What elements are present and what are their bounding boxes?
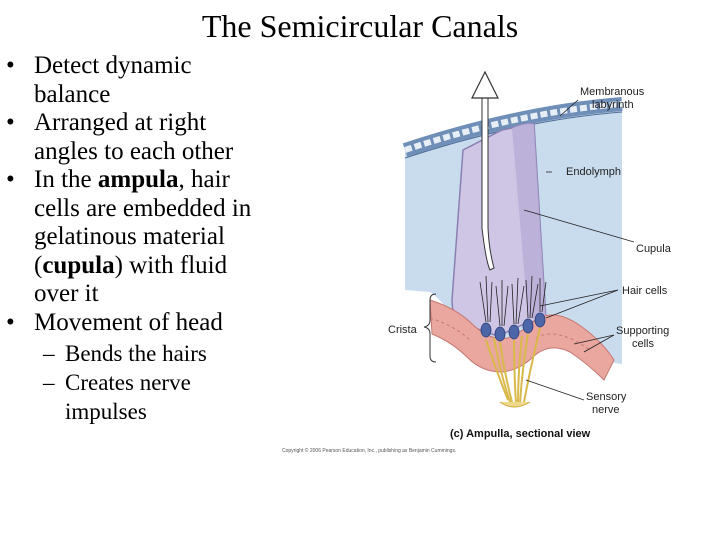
bullet-text: In the ampula, hair — [34, 166, 230, 193]
arrow-head-icon — [471, 70, 499, 99]
membranous-label: labyrinth — [592, 99, 634, 111]
sensory-nerve — [485, 327, 541, 405]
bullet-item: • Movement of head — [6, 309, 286, 338]
sub-bullet-text: Bends the hairs — [65, 341, 207, 366]
supporting-cells-label: cells — [632, 338, 655, 350]
sensory-nerve-label: Sensory — [586, 391, 627, 403]
membranous-label: Membranous — [580, 86, 645, 98]
bullet-dot: • — [6, 308, 15, 336]
bullet-item: • Detect dynamic balance — [6, 52, 286, 109]
hair-cells-label: Hair cells — [622, 285, 668, 297]
bullet-item: • Arranged at right angles to each other — [6, 109, 286, 166]
term-ampula: ampula — [97, 166, 179, 193]
slide-title: The Semicircular Canals — [201, 8, 519, 44]
endolymph-label: Endolymph — [566, 166, 621, 178]
bullet-text: gelatinous material — [34, 223, 225, 250]
figure-caption: (c) Ampulla, sectional view — [450, 428, 591, 440]
bullet-text: cells are embedded in — [34, 194, 252, 222]
sub-bullet-dash: – — [43, 341, 55, 366]
ampulla-figure: Membranous labyrinth Endolymph Cupula Ha… — [282, 70, 672, 454]
bullet-text: (cupula) with fluid — [34, 251, 228, 279]
bullet-text: angles to each other — [34, 137, 234, 165]
crista-label: Crista — [388, 324, 418, 336]
supporting-cells-label: Supporting — [616, 325, 669, 337]
bullet-text: Detect dynamic — [34, 52, 192, 79]
bullet-text: Arranged at right — [34, 109, 207, 136]
sub-bullet-item: – Bends the hairs — [6, 339, 286, 368]
flow-arrow — [481, 97, 495, 271]
cupula-label: Cupula — [636, 243, 672, 255]
sub-bullet-item: – Creates nerve impulses — [6, 368, 286, 426]
bullet-list: • Detect dynamic balance • Arranged at r… — [6, 52, 286, 426]
copyright-text: Copyright © 2006 Pearson Education, Inc.… — [282, 447, 456, 454]
hair-bundles — [479, 275, 547, 327]
crista-bracket — [423, 293, 437, 363]
term-cupula: cupula — [42, 251, 115, 279]
bullet-dot: • — [6, 52, 15, 79]
hair-cells — [480, 312, 546, 342]
bullet-item: • In the ampula, hair cells are embedded… — [6, 166, 286, 309]
sub-bullet-text: Creates nerve — [65, 370, 191, 395]
sub-bullet-dash: – — [43, 370, 55, 395]
bullet-text: Movement of head — [34, 308, 223, 336]
bullet-text: balance — [34, 80, 111, 108]
sub-bullet-text: impulses — [65, 399, 147, 424]
sensory-nerve-label: nerve — [592, 404, 620, 416]
label-leaders — [523, 99, 635, 401]
bullet-text: over it — [34, 280, 99, 307]
bullet-dot: • — [6, 166, 15, 193]
bullet-dot: • — [6, 109, 15, 136]
